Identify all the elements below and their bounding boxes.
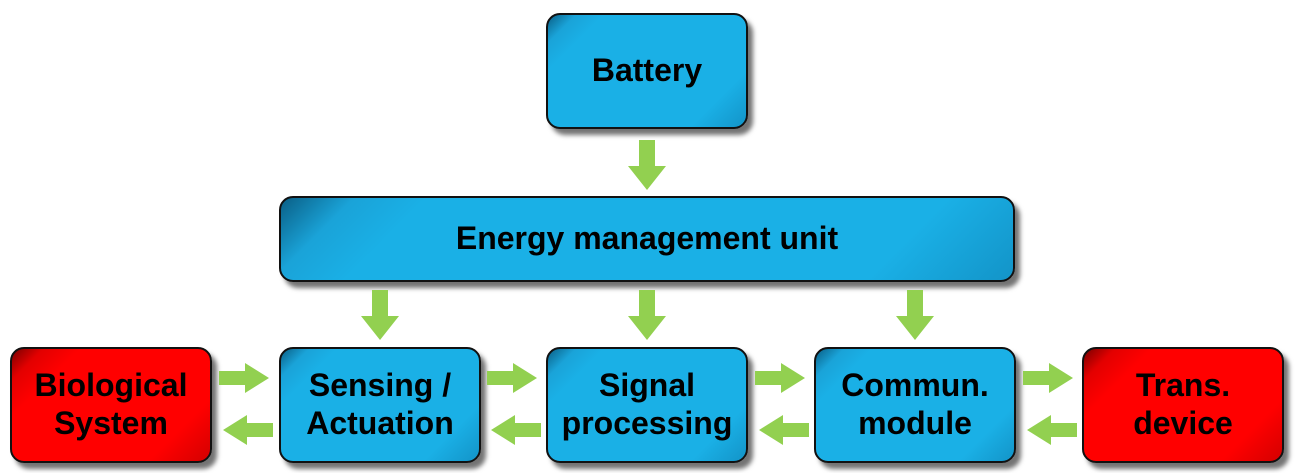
- biological-system-box: Biological System: [10, 347, 212, 463]
- arrow-emu-to-signal: [628, 290, 666, 340]
- arrow-emu-to-sensing: [361, 290, 399, 340]
- trans-device-box: Trans. device: [1082, 347, 1284, 463]
- signal-processing-box: Signal processing: [546, 347, 748, 463]
- arrow-commun-to-signal: [759, 415, 809, 445]
- arrow-battery-to-emu: [628, 140, 666, 190]
- arrow-commun-to-trans: [1023, 363, 1073, 393]
- sensing-actuation-label: Sensing / Actuation: [306, 367, 454, 441]
- commun-module-box: Commun. module: [814, 347, 1016, 463]
- arrow-bio-to-sensing: [219, 363, 269, 393]
- signal-processing-label: Signal processing: [561, 367, 733, 441]
- biological-system-label: Biological System: [34, 367, 188, 441]
- arrow-signal-to-commun: [755, 363, 805, 393]
- commun-module-label: Commun. module: [841, 367, 989, 441]
- sensing-actuation-box: Sensing / Actuation: [279, 347, 481, 463]
- trans-device-label: Trans. device: [1133, 367, 1233, 441]
- energy-management-unit-box: Energy management unit: [279, 196, 1015, 282]
- arrow-trans-to-commun: [1027, 415, 1077, 445]
- battery-box: Battery: [546, 13, 748, 129]
- arrow-signal-to-sensing: [491, 415, 541, 445]
- battery-label: Battery: [591, 52, 703, 89]
- arrow-sensing-to-bio: [223, 415, 273, 445]
- energy-management-unit-label: Energy management unit: [455, 220, 839, 257]
- arrow-emu-to-commun: [896, 290, 934, 340]
- arrow-sensing-to-signal: [487, 363, 537, 393]
